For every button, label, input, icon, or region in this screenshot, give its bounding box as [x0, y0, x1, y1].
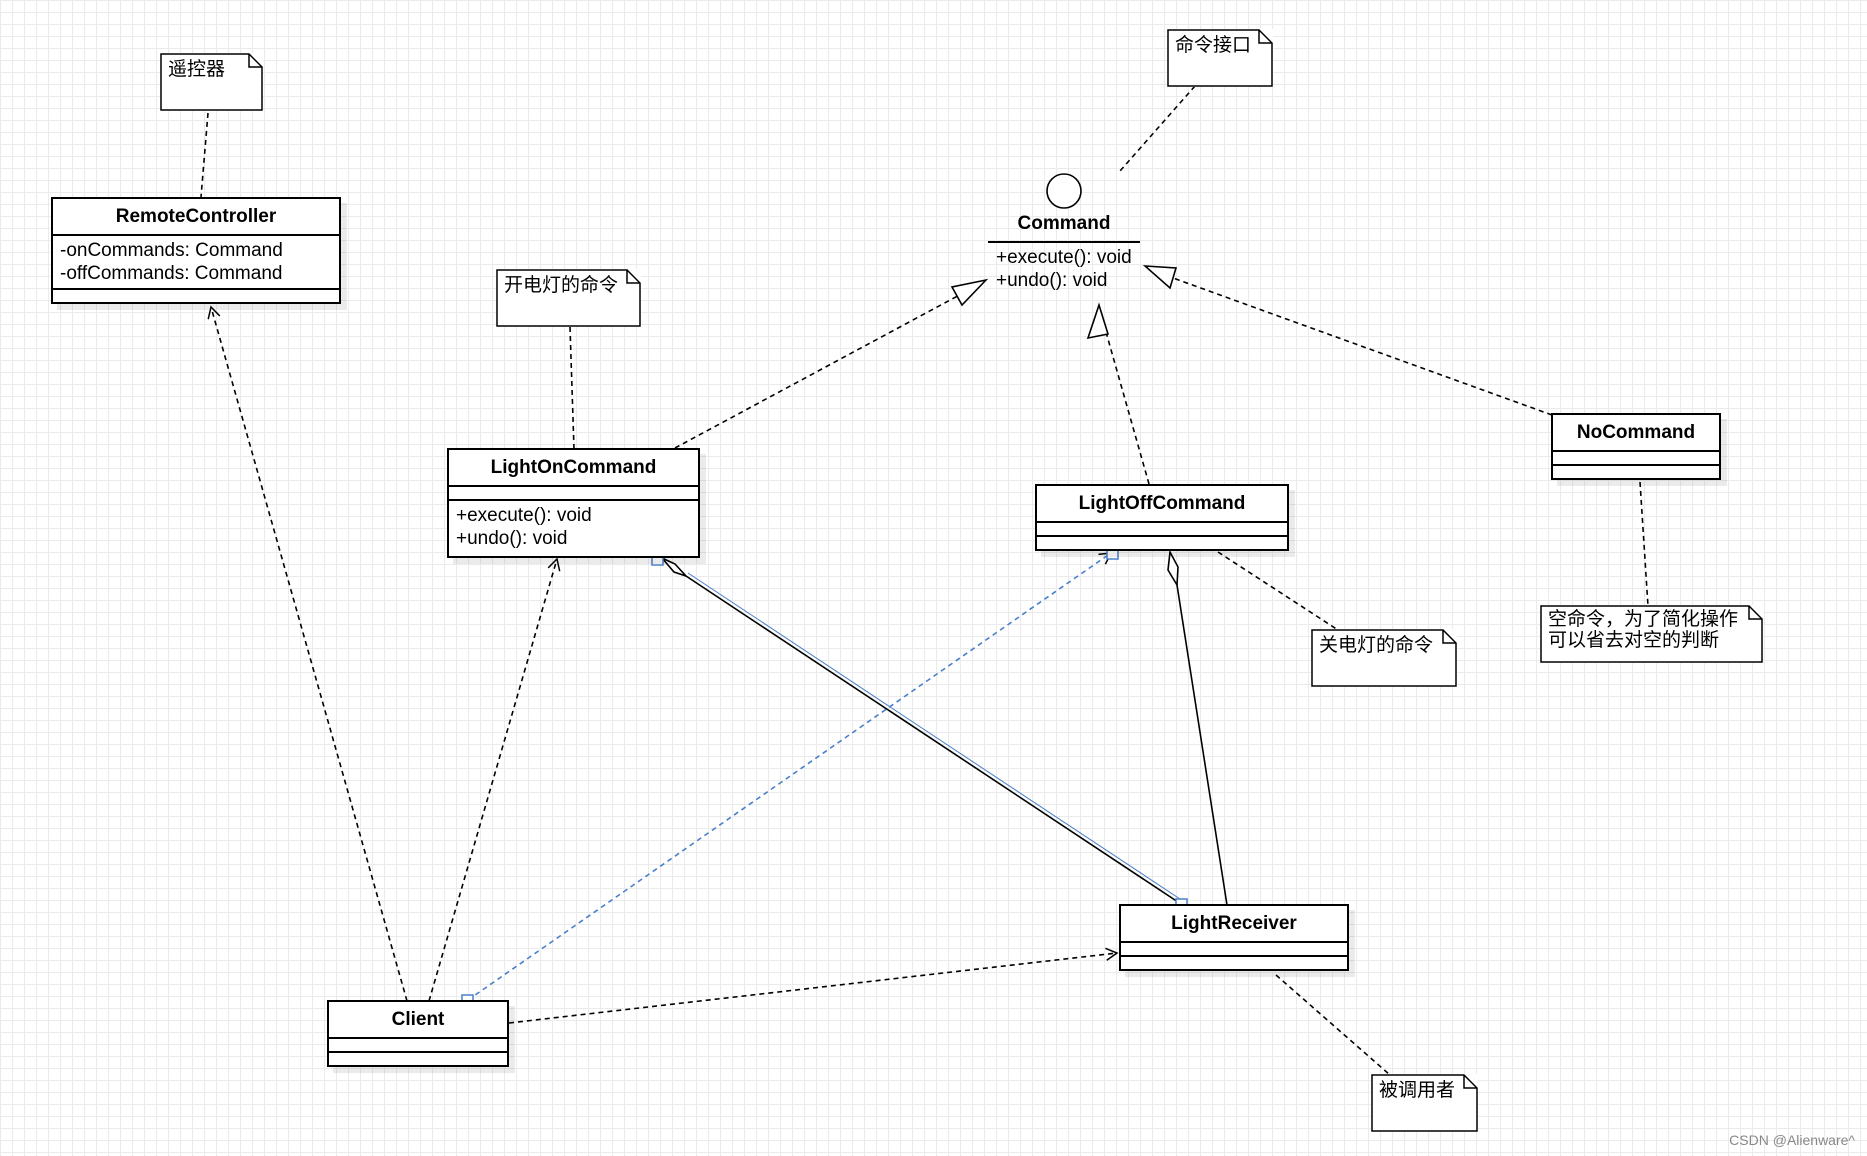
note-command-interface-text: 命令接口: [1175, 35, 1252, 56]
aggregation-diamond-lighton: [661, 557, 689, 578]
dep-client-lightoff-selected: [467, 552, 1113, 1001]
note-no-command[interactable]: 空命令，为了简化操作 可以省去对空的判断: [1540, 605, 1763, 663]
class-name: LightReceiver: [1171, 913, 1297, 934]
class-light-off-command[interactable]: LightOffCommand: [1035, 484, 1289, 551]
realization-head-lightoff: [1086, 302, 1110, 340]
class-attributes-empty: [1037, 521, 1287, 535]
dep-client-remote: [207, 305, 408, 1002]
note-no-command-line1: 空命令，为了简化操作: [1548, 609, 1739, 630]
class-light-receiver[interactable]: LightReceiver: [1119, 904, 1349, 971]
note-receiver[interactable]: 被调用者: [1371, 1074, 1478, 1132]
realization-head-nocommand: [1142, 265, 1178, 290]
command-operation: +undo(): void: [996, 270, 1108, 291]
attribute: -onCommands: Command: [60, 240, 283, 261]
note-link-remote: [200, 112, 209, 198]
command-interface-name: Command: [1017, 213, 1111, 234]
command-interface[interactable]: Command +execute(): void +undo(): void: [988, 171, 1140, 295]
note-light-on-text: 开电灯的命令: [504, 275, 619, 296]
attribute: -offCommands: Command: [60, 263, 283, 284]
note-link-lightoff: [1217, 551, 1339, 631]
note-no-command-line2: 可以省去对空的判断: [1548, 630, 1720, 651]
realization-lightoff-command: [1105, 331, 1150, 485]
class-client[interactable]: Client: [327, 1000, 509, 1067]
class-operations-empty: [1037, 535, 1287, 549]
class-remote-controller[interactable]: RemoteController -onCommands: Command -o…: [51, 197, 341, 304]
aggregation-diamond-lightoff: [1167, 549, 1179, 588]
class-attributes: -onCommands: Command -offCommands: Comma…: [53, 234, 339, 288]
realization-nocommand-command: [1172, 277, 1553, 416]
class-operations-empty: [329, 1051, 507, 1065]
realization-head-lighton: [950, 278, 989, 307]
note-link-nocommand: [1639, 481, 1649, 607]
class-name: Client: [391, 1009, 445, 1030]
command-operation: +execute(): void: [996, 247, 1132, 268]
note-light-on[interactable]: 开电灯的命令: [496, 269, 641, 327]
note-link-lighton: [569, 326, 575, 450]
aggregation-lighton-receiver: [685, 575, 1182, 905]
note-light-off-text: 关电灯的命令: [1319, 635, 1434, 656]
command-interface-operations: +execute(): void +undo(): void: [988, 241, 1140, 295]
operation: +execute(): void: [456, 505, 592, 526]
class-no-command[interactable]: NoCommand: [1551, 413, 1721, 480]
class-name: RemoteController: [115, 206, 277, 227]
class-operations-empty: [1553, 464, 1719, 478]
aggregation-lighton-receiver-selected: [687, 572, 1184, 902]
class-operations-empty: [53, 288, 339, 302]
class-operations-empty: [1121, 955, 1347, 969]
class-attributes-empty: [449, 485, 698, 499]
class-light-on-command[interactable]: LightOnCommand +execute(): void +undo():…: [447, 448, 700, 558]
class-attributes-empty: [1121, 941, 1347, 955]
note-remote[interactable]: 遥控器: [160, 53, 263, 111]
note-link-receiver: [1275, 974, 1391, 1076]
realization-lighton-command: [674, 291, 966, 449]
class-name: LightOnCommand: [490, 457, 657, 478]
operation: +undo(): void: [456, 528, 568, 549]
note-command-interface[interactable]: 命令接口: [1167, 29, 1273, 87]
watermark: CSDN @Alienware^: [1729, 1132, 1855, 1148]
interface-circle-icon: [1046, 173, 1082, 209]
note-link-command: [1119, 85, 1196, 172]
class-attributes-empty: [329, 1037, 507, 1051]
dep-client-lighton: [428, 557, 561, 1002]
note-receiver-text: 被调用者: [1379, 1080, 1456, 1101]
note-light-off[interactable]: 关电灯的命令: [1311, 629, 1457, 687]
class-name: NoCommand: [1576, 422, 1696, 443]
class-attributes-empty: [1553, 450, 1719, 464]
aggregation-lightoff-receiver: [1176, 584, 1228, 906]
class-operations: +execute(): void +undo(): void: [449, 499, 698, 556]
note-remote-text: 遥控器: [168, 59, 226, 80]
class-name: LightOffCommand: [1078, 493, 1246, 514]
dep-client-receiver: [508, 947, 1119, 1024]
